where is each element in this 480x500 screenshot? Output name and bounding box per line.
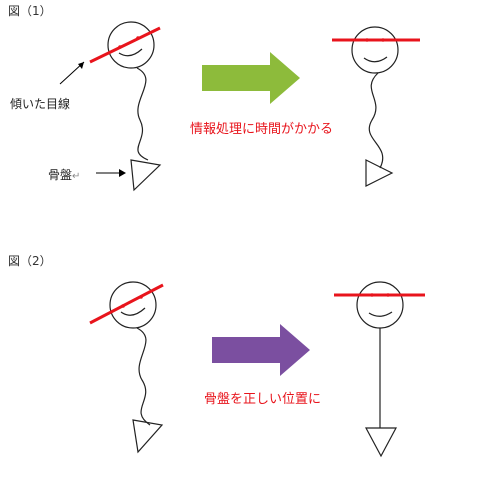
gaze-annotation: 傾いた目線: [10, 97, 71, 111]
figure-2-left-person: [109, 281, 164, 454]
head: [107, 21, 155, 69]
eye-dot: [365, 38, 369, 42]
smile: [368, 311, 393, 317]
figure-1-caption: 情報処理に時間がかかる: [190, 122, 334, 137]
wavy-spine: [368, 72, 384, 169]
pelvis-triangle: [130, 159, 162, 192]
tilted-gaze-line: [89, 26, 161, 64]
figure-1-right-person: [351, 26, 399, 187]
pelvis-triangle: [132, 419, 164, 454]
head: [109, 281, 157, 329]
pelvis-triangle: [365, 159, 394, 187]
smile: [120, 307, 146, 316]
figure-1-left-person: [107, 21, 162, 192]
eye-dot: [136, 36, 140, 40]
smile: [118, 48, 143, 57]
figure-2-caption: 骨盤を正しい位置に: [204, 392, 322, 407]
eye-dot: [118, 45, 122, 49]
tilted-gaze-line: [89, 283, 164, 325]
wavy-spine: [136, 67, 149, 161]
pelvis-annotation-text: 骨盤: [48, 168, 73, 182]
gaze-pointer-head: [78, 62, 84, 69]
pelvis-triangle: [364, 427, 398, 458]
green-arrow: [202, 52, 300, 104]
figure-2-right-person: [356, 281, 404, 458]
smile: [363, 56, 388, 63]
pelvis-pointer-head: [119, 169, 126, 177]
purple-arrow: [212, 324, 310, 376]
figure-1-label: 図（1）: [8, 4, 52, 18]
eye-dot: [139, 295, 143, 299]
eye-dot: [370, 293, 374, 297]
wavy-spine: [136, 327, 151, 426]
head: [356, 281, 404, 329]
return-mark: ↵: [72, 171, 81, 182]
eye-dot: [381, 38, 385, 42]
eye-dot: [386, 293, 390, 297]
figure-2-label: 図（2）: [8, 254, 52, 268]
pelvis-annotation: 骨盤↵: [48, 166, 80, 183]
head: [351, 26, 399, 74]
eye-dot: [121, 304, 125, 308]
